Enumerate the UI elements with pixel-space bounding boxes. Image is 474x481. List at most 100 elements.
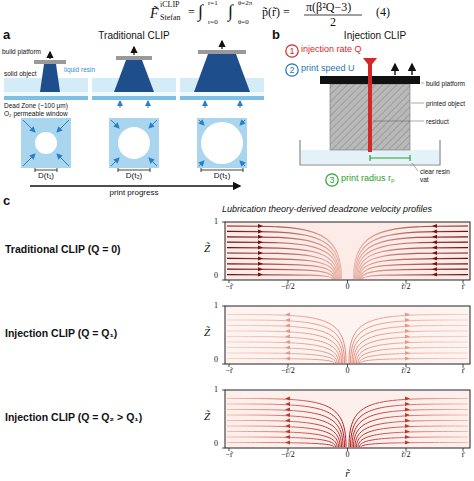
streamline [227, 399, 346, 448]
tick-label: −r̃ [225, 451, 232, 460]
flow-arrowhead [405, 351, 410, 355]
flow-arrowhead [285, 435, 290, 439]
tick [222, 364, 225, 365]
flow-arrowhead [405, 357, 410, 361]
panel-letter: a [3, 28, 10, 42]
tick-label: 0 [214, 356, 218, 365]
flow-arrowhead [405, 441, 410, 445]
axis-label: Z̃ [204, 410, 210, 422]
streamline [355, 337, 468, 364]
flow-arrowhead [285, 357, 290, 361]
tick-label: 0 [346, 367, 350, 376]
streamline [227, 432, 337, 448]
parameter-label: injection rate Q [301, 45, 362, 55]
flow-arrowhead [405, 424, 410, 428]
streamline [361, 359, 468, 364]
streamline [227, 320, 345, 363]
circle-outline [286, 64, 298, 76]
streamline [227, 326, 343, 364]
dimension-label: D(t₃) [214, 172, 231, 181]
streamline [358, 432, 468, 448]
part-label: residuct [426, 118, 449, 125]
part-label: solid object [4, 70, 37, 77]
flow-arrowhead [285, 419, 290, 423]
streamline [227, 410, 343, 448]
streamlines [227, 313, 468, 364]
flow-arrowhead [405, 419, 410, 423]
flow-arrowhead [432, 224, 437, 228]
streamline [352, 326, 468, 364]
equation-term: θ=0 [238, 19, 249, 27]
streamline [227, 421, 340, 448]
equation-term: r=0 [208, 19, 218, 27]
flow-arrowhead [258, 256, 263, 260]
equation-term: p̃(r̃) = [262, 6, 290, 19]
equation-term: 2 [330, 16, 336, 29]
flow-arrowhead [405, 313, 410, 317]
streamline [357, 242, 469, 279]
flow-arrowhead [258, 224, 263, 228]
tick-label: 1 [214, 302, 218, 311]
tick-label: r̃/2 [402, 283, 411, 292]
flow-arrowhead [405, 340, 410, 344]
streamline [360, 258, 469, 279]
dimension-label: print progress [110, 189, 159, 198]
tick [222, 222, 225, 223]
flow-arrowhead [405, 402, 410, 406]
equation-term: = [188, 6, 195, 19]
tick-label: −r̃/2 [281, 283, 294, 292]
streamline [354, 415, 469, 447]
streamline [356, 237, 469, 279]
flow-arrowhead [258, 251, 263, 255]
streamline [227, 315, 346, 364]
streamline [352, 410, 468, 448]
tick-label: −r̃ [225, 367, 232, 376]
tick-label: 0 [346, 283, 350, 292]
dimension-label: D(t₂) [126, 172, 142, 181]
equation-term: iCLIP [160, 1, 180, 10]
tick [222, 306, 225, 307]
flow-arrowhead [432, 235, 437, 239]
streamline [227, 415, 342, 447]
axis-label: Z̃ [204, 242, 210, 254]
circle-outline [326, 174, 338, 186]
flow-arrowhead [258, 267, 263, 271]
dimension-label: D(t₁) [38, 172, 54, 181]
flow-arrowhead [258, 240, 263, 244]
plot-frame [225, 306, 470, 364]
equation-term: ∫ [198, 2, 203, 22]
part-label: build platform [2, 48, 41, 55]
equation-term: ∫ [228, 2, 233, 22]
step-number-circle: 3 [325, 173, 339, 187]
flow-arrowhead [285, 397, 290, 401]
flow-arrowhead [432, 256, 437, 260]
panel-title: Traditional CLIP [98, 30, 169, 41]
flow-arrowhead [285, 318, 290, 322]
flow-arrowhead [405, 329, 410, 333]
flow-arrowhead [285, 329, 290, 333]
flow-arrowhead [285, 413, 290, 417]
tick-label: 0 [214, 272, 218, 281]
streamline [349, 399, 468, 448]
flow-arrowhead [285, 430, 290, 434]
streamline [227, 264, 335, 279]
part-label: build platform [426, 80, 465, 87]
flow-arrowhead [285, 313, 290, 317]
tick-label: −r̃/2 [281, 367, 294, 376]
flow-arrowhead [285, 335, 290, 339]
streamline [227, 353, 336, 363]
injection-clip-setup [300, 58, 440, 171]
streamline [227, 331, 342, 363]
flow-arrowhead [258, 229, 263, 233]
streamline [227, 242, 339, 279]
panel-letter: c [3, 194, 10, 208]
streamline [354, 331, 469, 363]
streamline [360, 437, 469, 447]
streamline [227, 348, 337, 364]
flow-arrowhead [258, 273, 263, 277]
tick [222, 390, 225, 391]
clip-vats [4, 41, 264, 108]
flow-arrowhead [405, 408, 410, 412]
equation-term: π(β²Q−3) [306, 1, 351, 14]
streamline [360, 353, 469, 363]
